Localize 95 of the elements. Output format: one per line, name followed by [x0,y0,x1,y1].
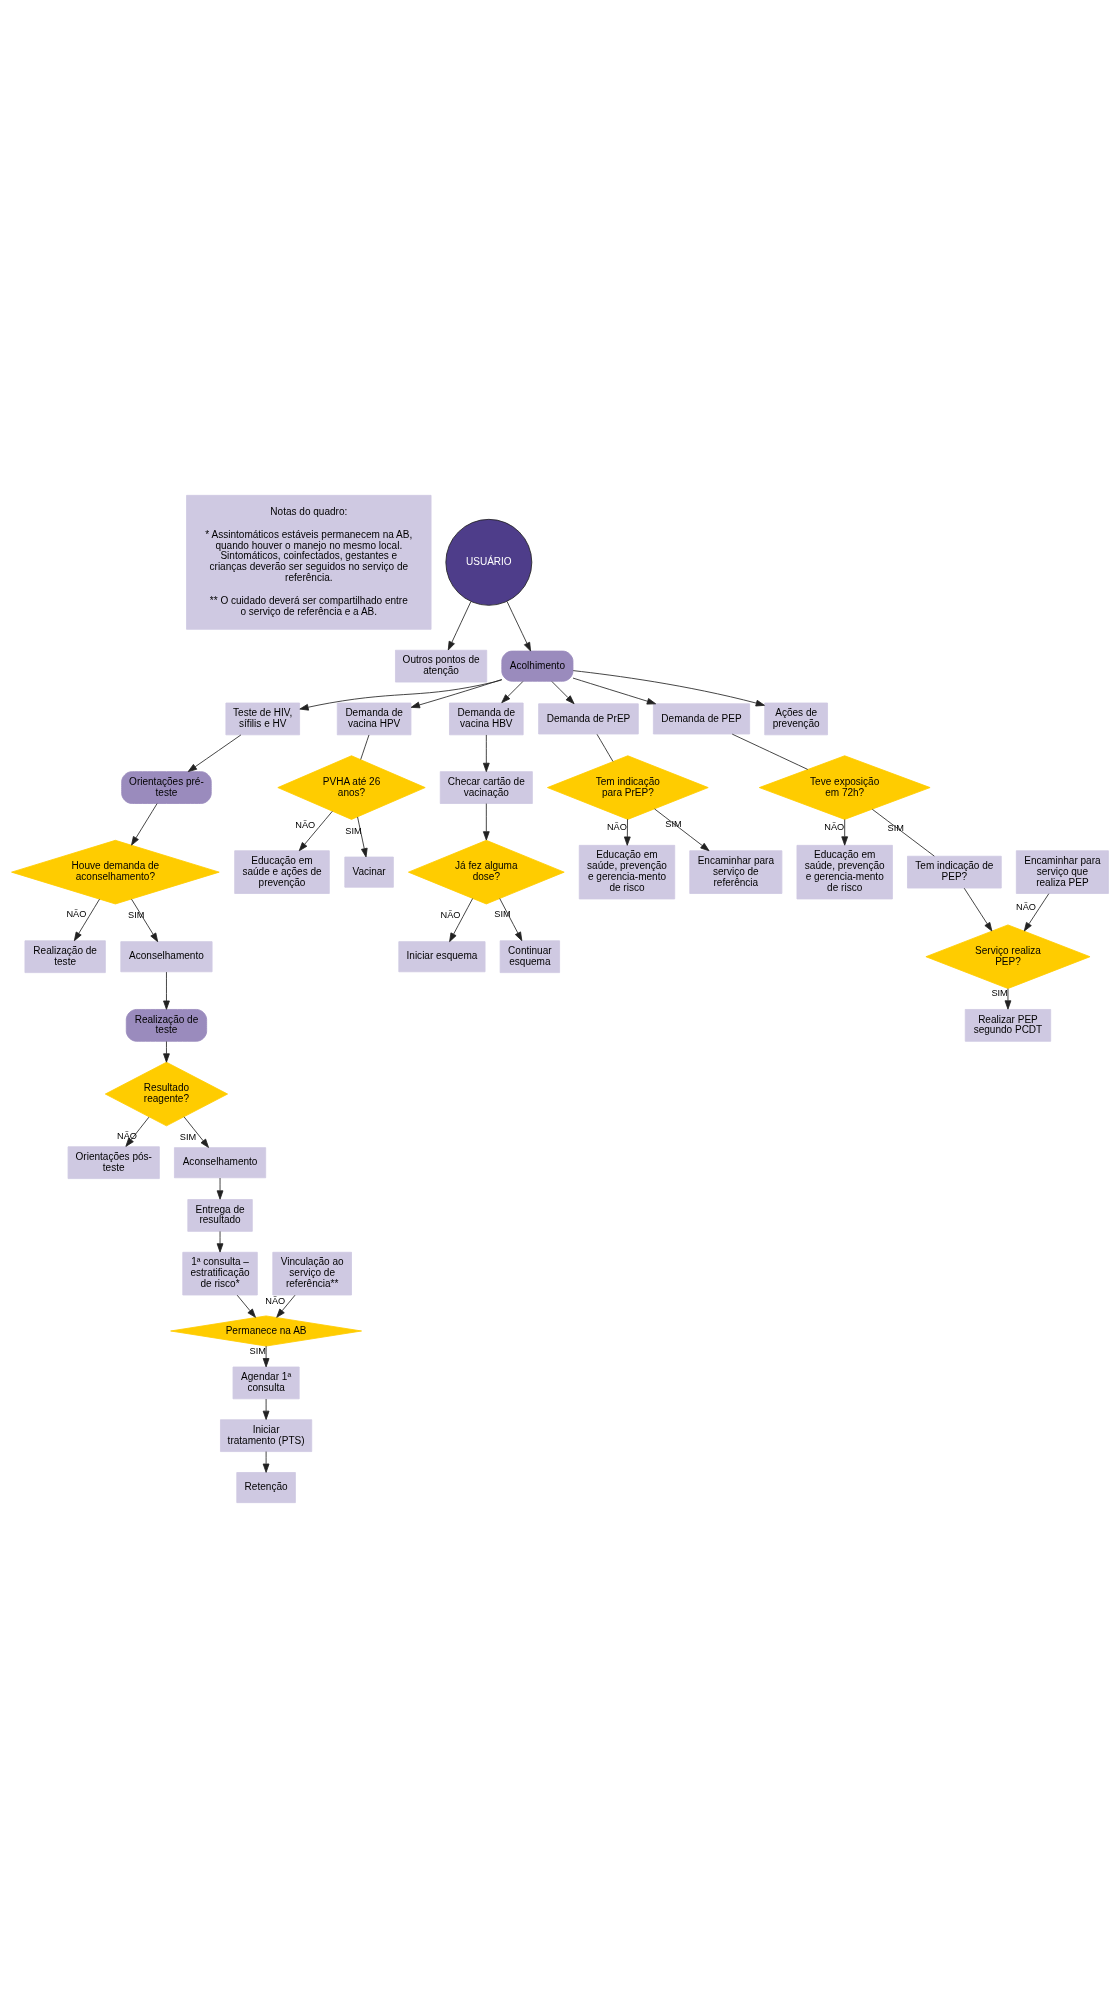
arrow [276,1294,296,1318]
arrow [963,887,993,932]
arrow [499,898,523,942]
arrow [216,1177,224,1200]
node-diamond: PVHA até 26 anos? [277,755,426,820]
edge-label: NÃO [117,1131,137,1142]
arrow [236,1294,256,1318]
node-box: 1ª consulta – estratificação de risco* [182,1251,258,1296]
edge-label: NÃO [265,1295,286,1306]
arrow [187,734,242,772]
node-box: Agendar 1ª consulta [232,1366,300,1400]
edge-label: SIM [179,1131,197,1142]
arrow [131,898,159,943]
arrow [216,1231,224,1253]
node-box: Realização de teste [125,1009,208,1042]
node-box: Acolhimento [501,650,574,682]
arrow [654,808,710,852]
edge-label: SIM [128,909,145,920]
node-box: Outros pontos de atenção [395,649,488,683]
node-box: Iniciar tratamento (PTS) [220,1419,313,1452]
arrow [1023,893,1050,932]
arrow [163,971,170,1010]
arrow [183,1116,209,1148]
edge-label: NÃO [824,821,845,832]
edge-label: SIM [991,988,1008,999]
arrow [841,819,849,846]
node-box: Continuar esquema [499,940,560,974]
node-box: Demanda de PEP [652,703,751,735]
arrow [163,1041,170,1063]
edge-label: NÃO [1016,901,1036,912]
edge-label: SIM [345,826,362,837]
arrow [125,1116,150,1147]
node-diamond: Houve demanda de aconselhamento? [11,839,220,905]
edge-label: NÃO [440,909,461,920]
node-box: Entrega de resultado [187,1199,253,1232]
node-box: Encaminhar para serviço de referência [689,850,783,894]
connector [596,733,614,762]
arrow [131,803,158,846]
edge-label: SIM [249,1345,266,1356]
node-box: Educação em saúde, prevenção e gerencia-mento de risco [796,844,893,900]
node-box: Realizar PEP segundo PCDT [964,1009,1052,1042]
arrow [298,810,333,852]
connector [871,808,935,857]
node-box: Notas do quadro: * Assintomáticos estáveis permanecem na AB, quando houver o manejo no mesmo local. Sintomáticos, coinfectados, gestantes e crianças deverão ser seguidos no serviço de referência. ** O cuidado deverá ser compartilhado entre o serviço de referência e a AB. [186,494,432,630]
arrow [482,734,490,772]
edge-label: NÃO [606,821,627,832]
node-diamond: Já fez alguma dose? [408,839,565,905]
node-box: Orientações pré-teste [121,771,212,804]
arrow [506,601,532,652]
node-box: Aconselhamento [174,1147,267,1179]
arrow [262,1345,270,1368]
edge-label: SIM [494,909,511,920]
node-box: Orientações pós-teste [67,1146,160,1180]
node-box: Educação em saúde, prevenção e gerencia-mento de risco [578,844,676,900]
arrow [449,898,474,943]
node-box: Teste de HIV, sífilis e HV [225,702,300,736]
node-circle: USUÁRIO [445,518,533,606]
node-box: Encaminhar para serviço que realiza PEP [1015,850,1109,894]
node-box: Educação em saúde e ações de prevenção [234,850,330,894]
node-box: Retenção [236,1472,296,1504]
node-diamond: Resultado reagente? [104,1061,228,1127]
node-box: Aconselhamento [120,941,213,973]
arrow [299,679,503,711]
arrow [73,898,100,942]
arrow [572,670,765,707]
node-box: Demanda de vacina HPV [336,702,412,736]
edge-label: NÃO [66,909,87,920]
node-box: Ações de prevenção [764,702,828,736]
edge-label: NÃO [295,820,316,831]
arrow [624,818,631,846]
node-box: Vinculação ao serviço de referência** [272,1251,352,1296]
connector [731,733,809,770]
arrow [572,677,657,705]
edge-label: SIM [665,819,682,830]
node-box: Tem indicação de PEP? [907,855,1002,889]
node-box: Vacinar [344,856,394,888]
node-box: Demanda de vacina HBV [449,702,524,736]
node-diamond: Tem indicação para PrEP? [547,755,709,820]
arrow [1004,988,1012,1010]
node-box: Checar cartão de vacinação [439,771,533,804]
edge-label: SIM [887,822,904,833]
node-box: Demanda de PrEP [538,703,639,735]
arrow [410,679,503,709]
connector [360,734,370,760]
node-diamond: Teve exposição em 72h? [758,755,931,820]
arrow [262,1451,270,1473]
arrow [482,803,490,841]
node-box: Iniciar esquema [398,941,486,973]
arrow [357,816,368,858]
arrow [262,1398,270,1420]
arrow [551,681,575,705]
arrow [501,681,524,704]
node-box: Realização de teste [24,940,106,974]
node-diamond: Permanece na AB [170,1315,362,1347]
arrow [447,601,472,651]
